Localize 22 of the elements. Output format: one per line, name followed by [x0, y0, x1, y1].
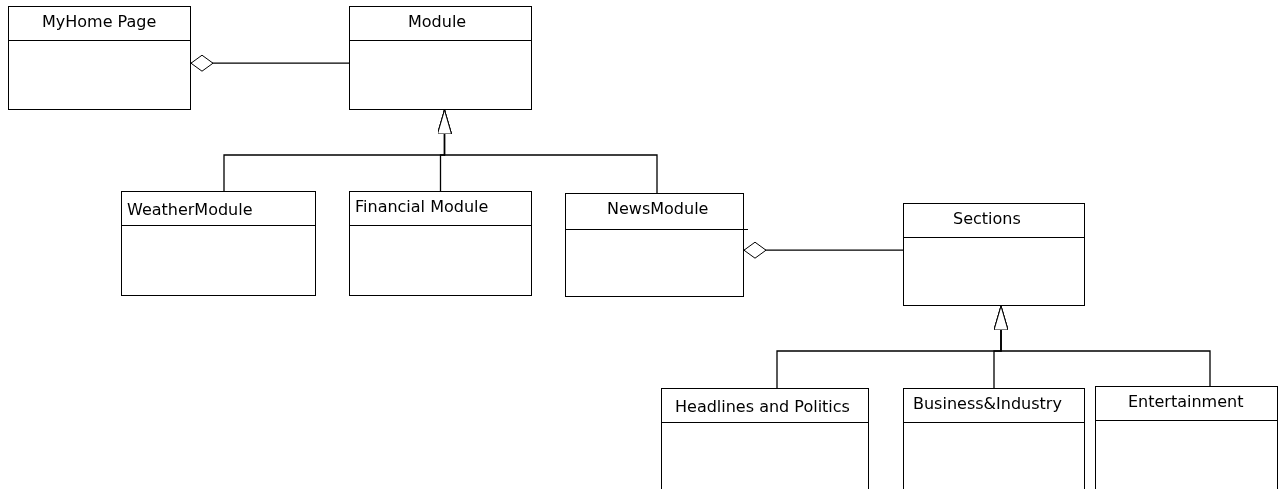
class-name: Module: [408, 12, 467, 32]
class-name: WeatherModule: [127, 200, 253, 220]
class-box: [903, 203, 1085, 306]
inheritance-arrow: [437, 109, 658, 194]
class-box: [8, 6, 191, 110]
class-name: Financial Module: [355, 197, 489, 217]
class-name: Entertainment: [1128, 392, 1244, 412]
class-box: [349, 6, 532, 110]
aggregation-line: [190, 54, 350, 72]
class-name: NewsModule: [607, 199, 709, 219]
class-box: [349, 191, 532, 296]
class-name: Sections: [953, 209, 1021, 229]
aggregation-line: [743, 241, 904, 259]
class-box: [1095, 386, 1278, 489]
class-name: Business&Industry: [913, 394, 1062, 414]
class-box: [565, 193, 744, 297]
class-box: [121, 191, 316, 296]
inheritance-arrow: [993, 305, 1211, 387]
class-name: Headlines and Politics: [675, 397, 850, 417]
class-box: [661, 388, 869, 489]
class-name: MyHome Page: [42, 12, 157, 32]
class-box: [903, 388, 1085, 489]
